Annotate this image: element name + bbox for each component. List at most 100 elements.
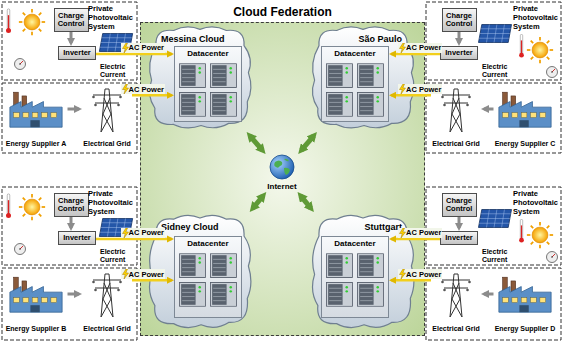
bolt-shape [400, 84, 406, 94]
control-box-label: Charge Control [445, 12, 474, 29]
power-line [391, 238, 440, 241]
network-arrow [301, 196, 311, 208]
energy-supplier-label: Energy Supplier A [5, 139, 68, 148]
power-label: AC Power [129, 85, 164, 94]
lightning-bolt [122, 228, 129, 238]
electrical-grid: Electrical Grid [82, 271, 132, 333]
thermometer-icon [6, 194, 11, 218]
dial-icon [547, 252, 558, 263]
power-label-patch: AC Power [121, 84, 165, 94]
net-icon [269, 154, 295, 180]
sun-icon [527, 37, 553, 63]
energy-supplier: Energy Supplier D [494, 273, 557, 333]
control-box-label: Inverter [63, 234, 91, 243]
net-picture [270, 155, 294, 179]
lightning-bolt [399, 228, 406, 238]
sup-icon [8, 275, 64, 313]
sun-icon [19, 194, 45, 220]
control-box-label: Inverter [445, 49, 473, 58]
grid-picture [92, 89, 122, 132]
power-line [391, 94, 431, 97]
lightning-bolt [122, 84, 129, 94]
power-label: AC Power [129, 228, 164, 237]
flow-arrow [458, 217, 461, 228]
power-label: AC Power [406, 85, 441, 94]
energy-supplier: Energy Supplier A [5, 88, 68, 148]
energy-supplier-label: Energy Supplier D [494, 324, 557, 333]
pv-illustrations [6, 9, 558, 263]
bolt-shape [122, 269, 128, 279]
sup-icon [497, 90, 553, 128]
datacenter-box: Datacenter [321, 46, 389, 122]
power-line [96, 53, 172, 56]
lightning-bolt [399, 84, 406, 94]
power-label-patch: AC Power [398, 43, 442, 53]
grid-picture [441, 274, 471, 317]
datacenter-box-label: Datacenter [322, 49, 388, 59]
cloud-region-label: Sidney Cloud [161, 222, 219, 233]
energy-supplier-label: Energy Supplier C [494, 139, 557, 148]
sup-icon [497, 275, 553, 313]
electrical-grid-label: Electrical Grid [431, 139, 481, 148]
datacenter-box-label: Datacenter [175, 239, 241, 249]
federation-region-label: Cloud Federation [141, 5, 424, 19]
control-box-label: Charge Control [57, 197, 86, 214]
dc-picture [327, 254, 384, 307]
grid-picture [441, 89, 471, 132]
power-line [391, 53, 440, 56]
flow-arrow [484, 108, 494, 111]
current-label: Electric Current [100, 63, 136, 78]
power-label-patch: AC Power [398, 269, 442, 279]
electrical-grid: Electrical Grid [431, 86, 481, 148]
cloud-region: São PauloDatacenter [308, 24, 418, 132]
datacenter-box: Datacenter [174, 46, 242, 122]
dc-picture [327, 64, 384, 117]
dc-icon [324, 60, 386, 120]
power-label-patch: AC Power [398, 228, 442, 238]
system-label: Private Photovoltaic System [88, 4, 136, 31]
current-label: Electric Current [100, 248, 136, 263]
grid-picture [92, 274, 122, 317]
lightning-bolt [399, 269, 406, 279]
grid-icon [90, 271, 124, 317]
dc-picture [180, 64, 237, 117]
cloud-region: Messina CloudDatacenter [145, 24, 255, 132]
current-label: Electric Current [482, 63, 518, 78]
cloud-region-label: São Paulo [358, 34, 402, 45]
dial-icon [15, 244, 26, 255]
control-box: Charge Control [54, 193, 89, 217]
power-label: AC Power [129, 43, 164, 52]
control-box-label: Inverter [445, 234, 473, 243]
datacenter-box: Datacenter [321, 236, 389, 318]
lightning-bolt [399, 43, 406, 53]
sup-picture [10, 277, 62, 312]
thermometer-icon [6, 9, 11, 33]
control-box: Charge Control [54, 8, 89, 32]
power-label-patch: AC Power [121, 269, 165, 279]
control-box-label: Charge Control [57, 12, 86, 29]
power-label-patch: AC Power [398, 84, 442, 94]
power-line [132, 279, 172, 282]
group-frames [2, 2, 561, 340]
bolt-shape [400, 43, 406, 53]
power-label: AC Power [129, 270, 164, 279]
federation-ground [140, 22, 425, 336]
flow-arrow [70, 32, 73, 43]
energy-supplier: Energy Supplier B [5, 273, 68, 333]
energy-supplier-label: Energy Supplier B [5, 324, 68, 333]
control-box: Inverter [58, 46, 96, 60]
energy-supplier: Energy Supplier C [494, 88, 557, 148]
power-label-patch: AC Power [121, 43, 165, 53]
internet-node: Internet [265, 154, 299, 192]
grid-icon [439, 271, 473, 317]
solar-panel [478, 25, 511, 43]
power-label: AC Power [406, 270, 441, 279]
electrical-grid: Electrical Grid [82, 86, 132, 148]
cloud-region-label: Messina Cloud [161, 34, 225, 45]
dc-icon [177, 250, 239, 310]
grid-icon [90, 86, 124, 132]
sup-picture [499, 92, 551, 127]
federation-region: Cloud FederationMessina CloudDatacenterS… [140, 22, 425, 336]
